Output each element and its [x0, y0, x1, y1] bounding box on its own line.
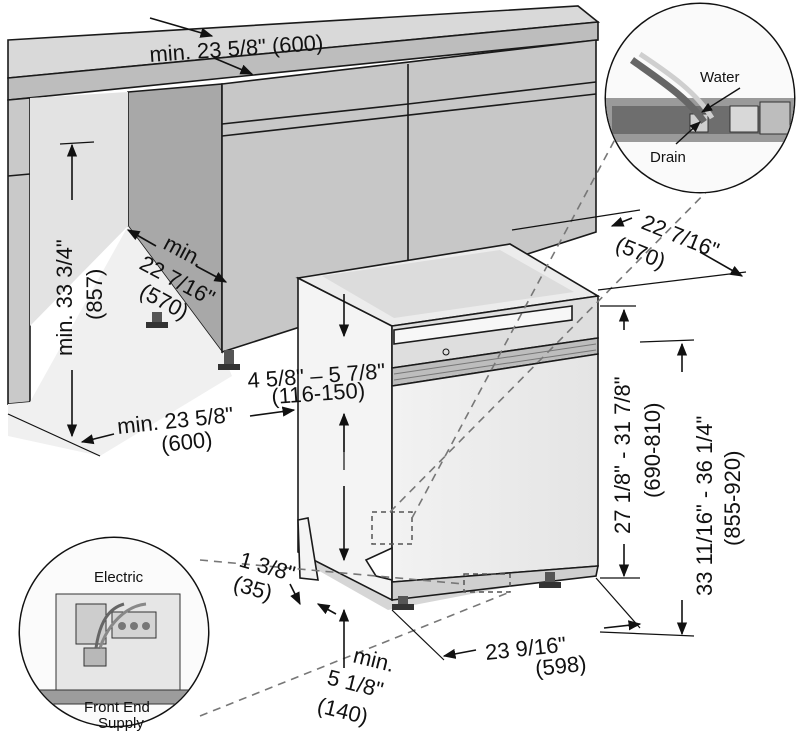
dishwasher	[295, 243, 601, 610]
supply-label-line1: Front End	[84, 699, 150, 716]
drain-label: Drain	[650, 149, 686, 166]
total-height-inch-label: 33 11/16" - 36 1/4"	[692, 416, 717, 596]
dimension-lines	[7, 17, 747, 668]
water-label: Water	[700, 69, 739, 86]
detail-leader-lines	[199, 129, 723, 717]
total-height-mm-label: (855-920)	[720, 451, 745, 546]
supply-label-line2: Supply	[98, 715, 144, 732]
dimension-labels: min. 23 5/8" (600) min. 33 3/4" (857) mi…	[52, 30, 745, 729]
electric-supply-detail-inset: Electric Front End Supply	[18, 536, 210, 732]
opening-height-mm-label: (857)	[82, 269, 107, 320]
niche-width-mm-label: (600)	[160, 427, 214, 457]
panel-height-mm-label: (690-810)	[640, 403, 665, 498]
unit-width-mm-label: (598)	[534, 651, 588, 681]
water-drain-detail-inset: Water Drain	[604, 2, 796, 194]
electric-label: Electric	[94, 569, 144, 586]
kitchen-cabinets	[7, 5, 601, 456]
opening-height-inch-label: min. 33 3/4"	[52, 239, 77, 356]
panel-height-inch-label: 27 1/8" - 31 7/8"	[610, 376, 635, 534]
